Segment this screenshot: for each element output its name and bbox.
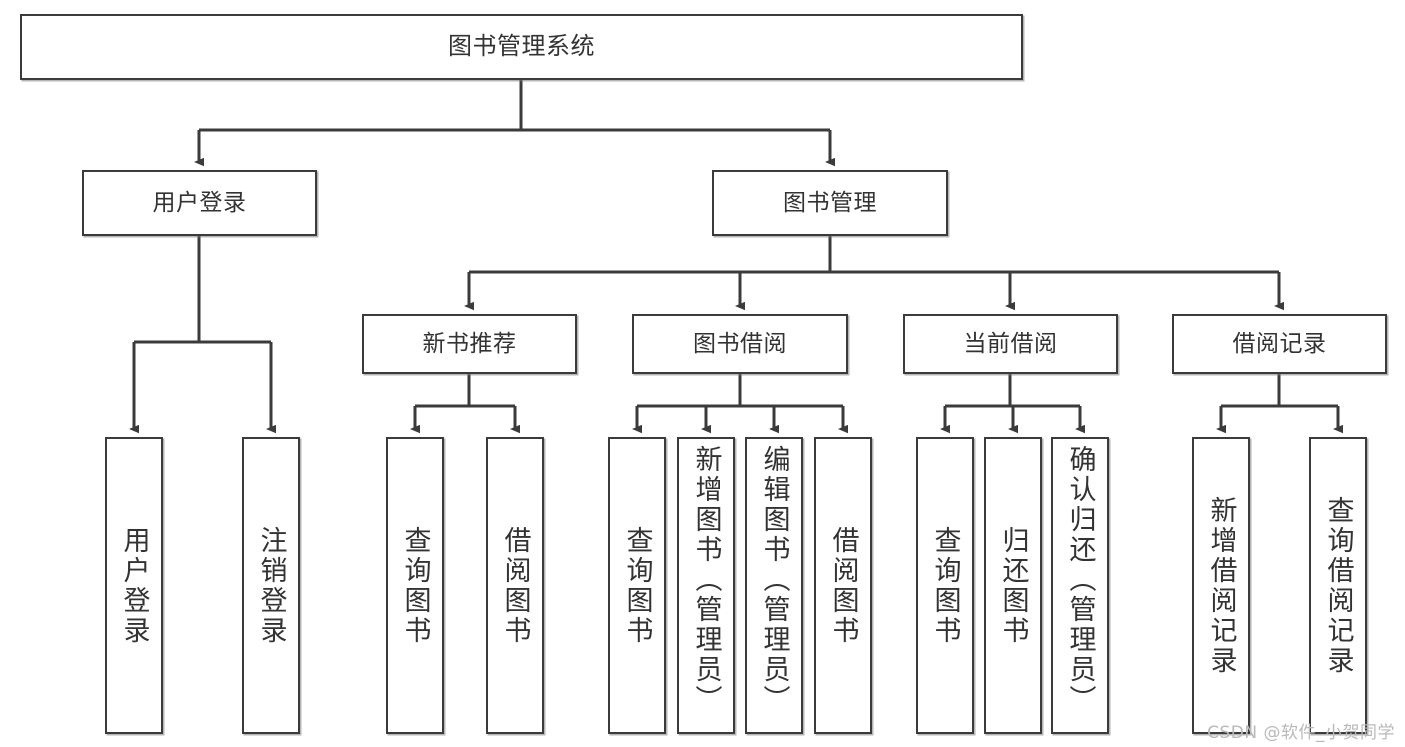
node-label: 新书推荐: [422, 330, 517, 357]
node-current-borrow[interactable]: 当前借阅: [903, 314, 1118, 374]
node-book-management[interactable]: 图书管理: [712, 170, 948, 236]
node-label: 编辑图书（管理员）: [758, 445, 790, 715]
node-leaf-logout-login[interactable]: 注销登录: [242, 437, 300, 734]
node-leaf-confirm-return[interactable]: 确认归还（管理员）: [1051, 437, 1109, 734]
node-label: 注销登录: [255, 525, 287, 646]
node-leaf-add-record[interactable]: 新增借阅记录: [1192, 437, 1250, 734]
node-leaf-query-record[interactable]: 查询借阅记录: [1309, 437, 1367, 734]
node-leaf-borrow-book-1[interactable]: 借阅图书: [486, 437, 544, 734]
node-user-login[interactable]: 用户登录: [82, 170, 317, 236]
node-label: 查询图书: [399, 525, 431, 646]
node-borrow-record[interactable]: 借阅记录: [1172, 314, 1387, 374]
node-root-system[interactable]: 图书管理系统: [20, 14, 1023, 80]
node-leaf-borrow-book-2[interactable]: 借阅图书: [814, 437, 872, 734]
node-label: 查询图书: [929, 525, 961, 646]
node-leaf-add-book[interactable]: 新增图书（管理员）: [677, 437, 735, 734]
node-label: 查询图书: [621, 525, 653, 646]
node-label: 确认归还（管理员）: [1064, 445, 1096, 715]
node-leaf-edit-book[interactable]: 编辑图书（管理员）: [745, 437, 803, 734]
node-label: 新增借阅记录: [1205, 495, 1237, 676]
node-label: 归还图书: [997, 525, 1029, 646]
node-leaf-query-book-1[interactable]: 查询图书: [386, 437, 444, 734]
node-label: 借阅图书: [499, 525, 531, 646]
node-label: 用户登录: [118, 525, 150, 646]
node-label: 借阅记录: [1232, 330, 1327, 357]
node-label: 当前借阅: [963, 330, 1058, 357]
node-label: 用户登录: [152, 189, 247, 216]
node-label: 图书借阅: [693, 330, 787, 357]
node-label: 图书管理: [783, 189, 877, 216]
node-label: 新增图书（管理员）: [690, 445, 722, 715]
node-new-book-recommend[interactable]: 新书推荐: [362, 314, 577, 374]
node-label: 图书管理系统: [448, 32, 595, 61]
node-leaf-query-book-2[interactable]: 查询图书: [608, 437, 666, 734]
node-leaf-query-book-3[interactable]: 查询图书: [916, 437, 974, 734]
node-label: 查询借阅记录: [1322, 495, 1354, 676]
node-leaf-user-login[interactable]: 用户登录: [105, 437, 163, 734]
node-book-borrow[interactable]: 图书借阅: [632, 314, 848, 374]
watermark-text: CSDN @软件_小贺同学: [1207, 723, 1395, 743]
node-label: 借阅图书: [827, 525, 859, 646]
node-leaf-return-book[interactable]: 归还图书: [984, 437, 1042, 734]
